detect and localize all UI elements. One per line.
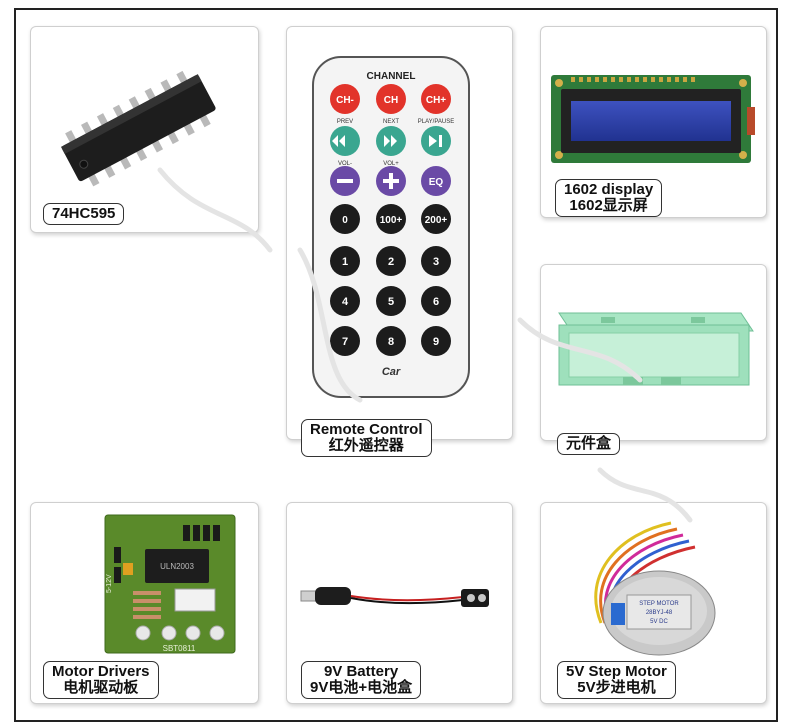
remote-caption: PLAY/PAUSE	[418, 119, 454, 125]
label-1602-display: 1602 display 1602显示屏	[555, 179, 663, 217]
label-step-motor: 5V Step Motor 5V步进电机	[557, 661, 676, 699]
next-icon	[384, 135, 397, 147]
plus-icon	[383, 173, 399, 189]
product-name-en: 9V Battery	[323, 663, 399, 680]
card-remote-control: CHANNEL CH- CH CH+ PREV NEXT PLAY/PAUSE …	[286, 26, 513, 457]
motor-label-line1: STEP MOTOR	[639, 601, 679, 607]
remote-digit: 8	[388, 336, 394, 348]
remote-digit: 5	[388, 296, 394, 308]
prev-icon	[332, 135, 345, 147]
remote-digit: 6	[433, 296, 439, 308]
lcd-display-image	[551, 75, 755, 163]
card-motor-driver: ULN2003 SBT0811 5-12V Motor Drivers 电机驱动…	[30, 502, 259, 704]
remote-button-label: CH+	[426, 95, 446, 106]
remote-caption: NEXT	[383, 119, 399, 125]
remote-control-image: CHANNEL CH- CH CH+ PREV NEXT PLAY/PAUSE …	[312, 56, 470, 398]
remote-button-ch-minus	[330, 84, 360, 114]
product-name-en: 74HC595	[52, 205, 116, 222]
product-name-en: Motor Drivers	[52, 663, 150, 680]
remote-digit: 0	[342, 215, 348, 226]
step-motor-image: STEP MOTOR 28BYJ-48 5V DC	[594, 521, 716, 656]
remote-caption: VOL+	[383, 161, 399, 167]
remote-button-label: CH-	[336, 95, 354, 106]
remote-button-ch-plus	[421, 84, 451, 114]
label-component-box: 元件盒	[557, 433, 621, 455]
remote-digit: 2	[388, 256, 394, 268]
product-name-zh: 元件盒	[566, 435, 612, 452]
play-pause-icon	[429, 135, 442, 147]
component-box-image	[558, 312, 754, 386]
label-remote-control: Remote Control 红外遥控器	[301, 419, 432, 457]
remote-channel-header: CHANNEL	[367, 71, 416, 82]
motor-driver-image: ULN2003 SBT0811 5-12V	[104, 514, 236, 654]
remote-digit: 3	[433, 256, 439, 268]
remote-digit: 100+	[380, 215, 403, 226]
remote-digit: 7	[342, 336, 348, 348]
product-name-en: Remote Control	[310, 421, 423, 438]
remote-button-ch	[376, 84, 406, 114]
product-name-en: 5V Step Motor	[566, 663, 667, 680]
driver-voltage-text: 5-12V	[106, 574, 113, 593]
product-name-zh: 1602显示屏	[569, 197, 648, 214]
motor-label-line2: 28BYJ-48	[646, 610, 673, 616]
remote-digit: 9	[433, 336, 439, 348]
label-9v-battery: 9V Battery 9V电池+电池盒	[301, 661, 422, 699]
product-name-zh: 电机驱动板	[63, 679, 139, 696]
ic-chip-image	[60, 70, 216, 187]
remote-digit: 200+	[425, 215, 448, 226]
remote-brand-logo: Car	[382, 366, 401, 378]
remote-caption: PREV	[337, 119, 353, 125]
remote-digit: 4	[342, 296, 349, 308]
remote-button-label: EQ	[429, 177, 444, 188]
label-74hc595: 74HC595	[43, 203, 125, 225]
card-74hc595: 74HC595	[30, 26, 259, 233]
remote-caption: VOL-	[338, 161, 352, 167]
remote-button-eq	[421, 166, 451, 196]
card-9v-battery: 9V Battery 9V电池+电池盒	[286, 502, 513, 704]
card-step-motor: STEP MOTOR 28BYJ-48 5V DC 5V Step Motor …	[540, 502, 767, 704]
label-motor-driver: Motor Drivers 电机驱动板	[43, 661, 159, 699]
card-component-box: 元件盒	[540, 264, 767, 455]
remote-button-label: CH	[384, 95, 398, 106]
product-name-zh: 红外遥控器	[328, 437, 404, 454]
product-name-en: 1602 display	[564, 181, 654, 198]
battery-clip-image	[300, 587, 489, 607]
product-name-zh: 5V步进电机	[577, 679, 656, 696]
driver-module-text: SBT0811	[163, 644, 196, 653]
card-1602-display: 1602 display 1602显示屏	[540, 26, 767, 218]
remote-digit: 1	[342, 256, 348, 268]
product-name-zh: 9V电池+电池盒	[310, 679, 413, 696]
driver-chip-text: ULN2003	[160, 562, 194, 571]
minus-icon	[337, 179, 353, 183]
motor-label-line3: 5V DC	[650, 619, 668, 625]
